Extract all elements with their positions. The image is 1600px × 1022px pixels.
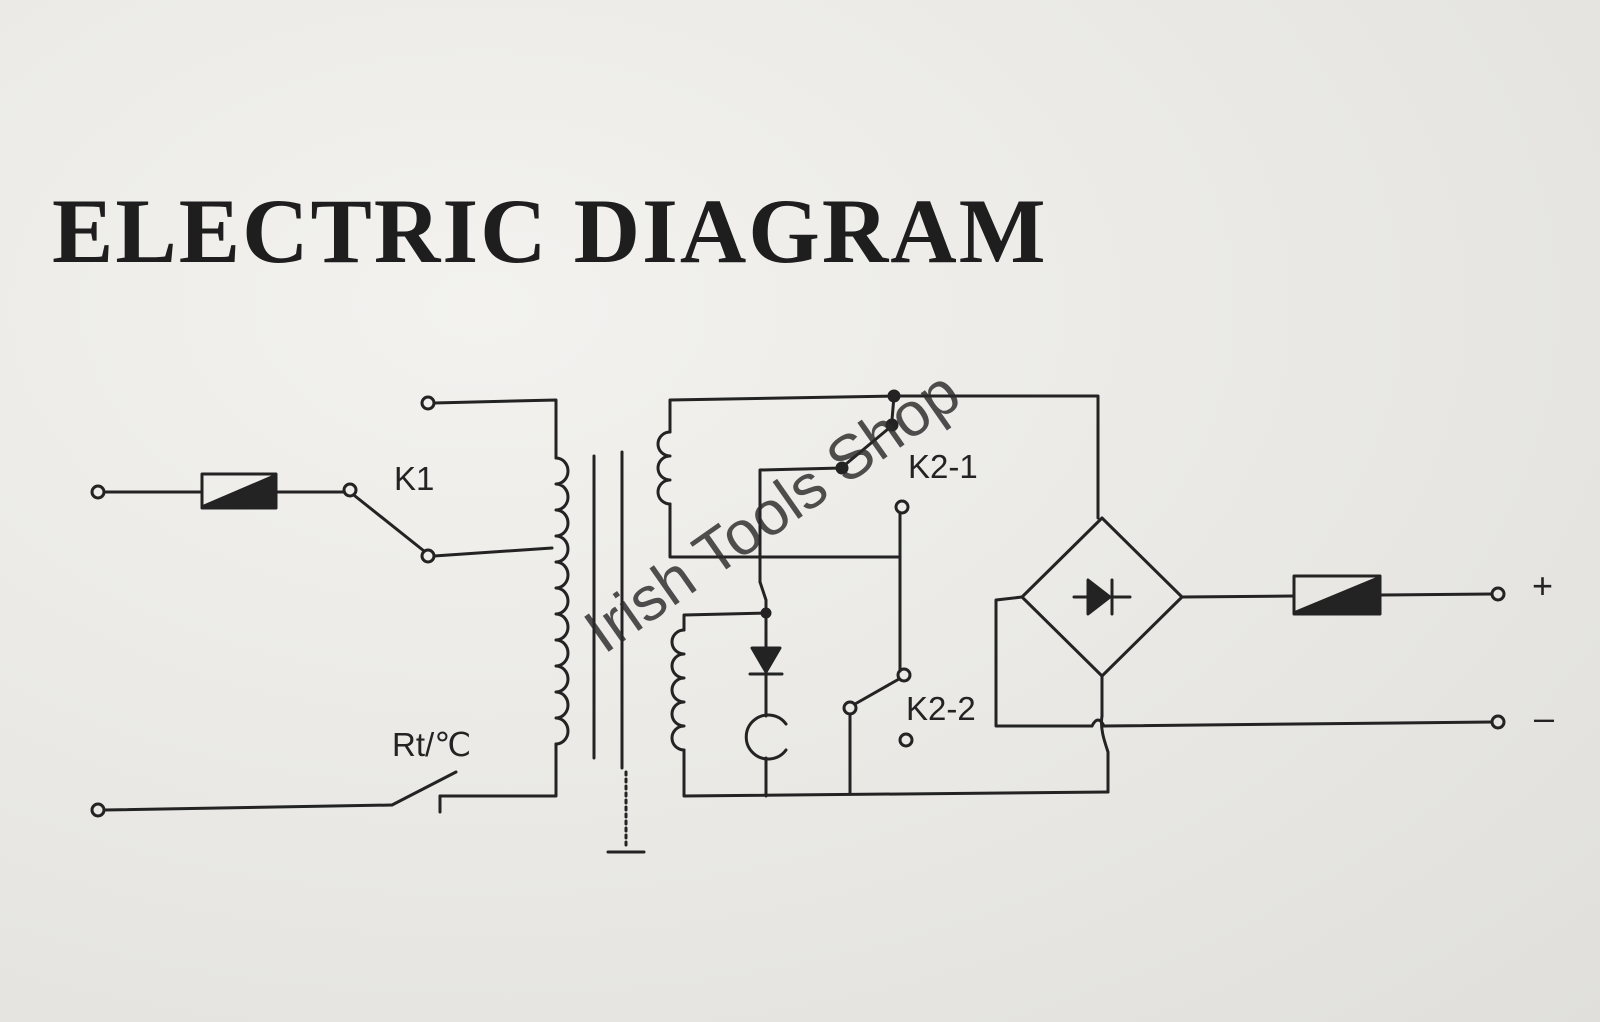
wire: [432, 398, 558, 460]
wire: [1378, 592, 1494, 597]
k2-1-contact-open: [894, 499, 910, 515]
wire: [758, 466, 844, 584]
wire: [102, 803, 394, 812]
k2-2-contact-lower: [898, 732, 914, 748]
k2-2-label: K2-2: [906, 690, 976, 727]
input-terminal-top: [90, 484, 106, 500]
wire: [682, 748, 1110, 798]
watermark-text: Irish Tools Shop: [572, 358, 972, 667]
thermostat-label: Rt/℃: [392, 726, 471, 763]
plus-label: +: [1532, 565, 1553, 606]
wire: [438, 742, 558, 798]
input-fuse: [200, 472, 278, 510]
k1-switch-blade: [353, 494, 426, 553]
k2-2-switch-blade: [853, 677, 901, 706]
thermostat-switch-blade: [390, 770, 458, 807]
k2-2-contact-upper: [896, 667, 912, 683]
k1-contact-upper: [420, 395, 436, 411]
k2-1-label: K2-1: [908, 448, 978, 485]
output-terminal-minus: [1490, 714, 1506, 730]
wire: [994, 595, 1094, 728]
meter-icon: [744, 713, 788, 761]
page-title: ELECTRIC DIAGRAM: [52, 180, 1048, 282]
output-terminal-plus: [1490, 586, 1506, 602]
diode-icon: [748, 646, 784, 676]
bridge-rectifier: [1020, 516, 1184, 678]
input-terminal-bottom: [90, 802, 106, 818]
wire: [682, 611, 768, 632]
secondary-lower-winding: [670, 628, 686, 752]
wire: [1102, 720, 1494, 728]
minus-label: –: [1534, 697, 1554, 738]
k2-1-switch-blade: [844, 427, 890, 466]
k1-label: K1: [394, 460, 434, 497]
wire: [668, 502, 900, 559]
wire: [1100, 714, 1110, 794]
primary-winding: [554, 456, 570, 746]
wire: [432, 546, 554, 558]
wire: [1180, 594, 1296, 599]
secondary-upper-winding: [656, 430, 672, 506]
wire: [890, 394, 896, 422]
k1-pivot: [342, 482, 358, 498]
output-fuse: [1292, 574, 1382, 616]
k2-1-contact: [885, 418, 899, 432]
wire-crossover: [1090, 718, 1106, 728]
